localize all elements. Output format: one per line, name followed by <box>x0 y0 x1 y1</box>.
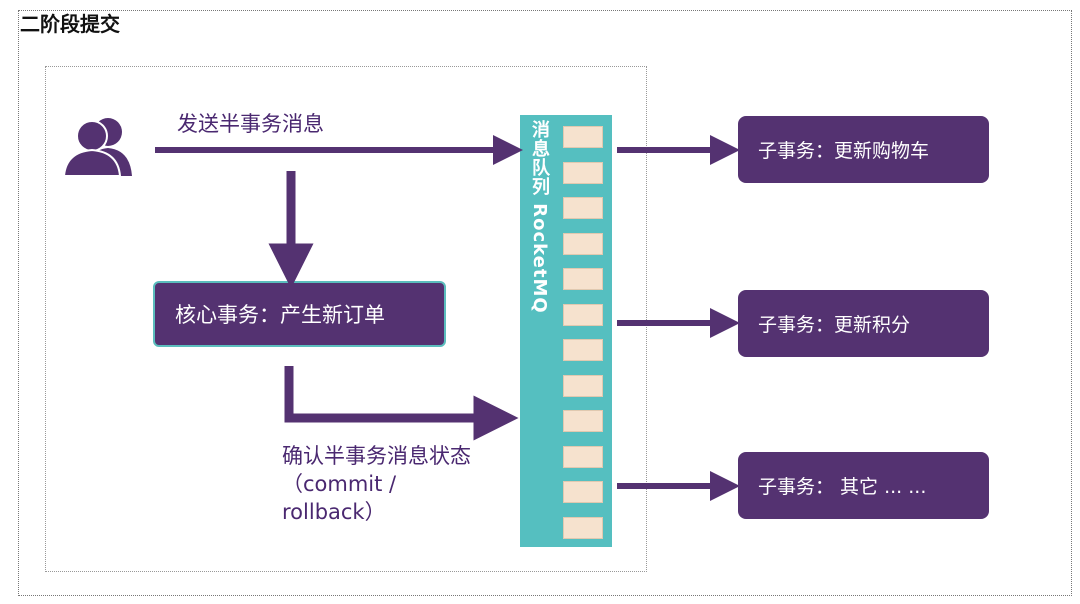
inner-frame <box>45 66 647 572</box>
user-group-icon <box>62 118 132 176</box>
queue-slot <box>563 161 603 184</box>
core-transaction-label: 核心事务：产生新订单 <box>175 303 385 327</box>
confirm-arrow <box>284 366 519 441</box>
queue-slot <box>563 126 603 148</box>
sub-transaction-cart-label: 子事务：更新购物车 <box>758 140 930 162</box>
queue-slot <box>563 481 603 503</box>
confirm-label-line2: （commit / <box>282 472 397 496</box>
confirm-label-line3: rollback） <box>282 500 386 524</box>
sub-transaction-other-label: 子事务： 其它 ... ... <box>758 476 927 498</box>
queue-slot <box>563 374 603 397</box>
message-queue-label: 消息队列 RocketMQ <box>529 120 550 314</box>
confirm-label-line1: 确认半事务消息状态 <box>282 444 471 468</box>
queue-slot <box>563 339 603 361</box>
sub-transaction-cart: 子事务：更新购物车 <box>738 116 989 183</box>
send-half-message-label: 发送半事务消息 <box>177 112 324 136</box>
queue-slot <box>563 445 603 468</box>
message-queue <box>520 115 612 547</box>
queue-slot <box>563 410 603 432</box>
queue-slot <box>563 516 603 539</box>
sub-transaction-points: 子事务：更新积分 <box>738 290 989 357</box>
sub-transaction-points-label: 子事务：更新积分 <box>758 314 911 336</box>
page-title: 二阶段提交 <box>20 12 120 36</box>
queue-slot <box>563 268 603 290</box>
sub-transaction-other: 子事务： 其它 ... ... <box>738 452 989 519</box>
queue-slot <box>563 232 603 255</box>
queue-slot <box>563 303 603 326</box>
outer-frame <box>18 10 1072 596</box>
queue-slot <box>563 197 603 219</box>
core-transaction-box: 核心事务：产生新订单 <box>153 281 446 347</box>
